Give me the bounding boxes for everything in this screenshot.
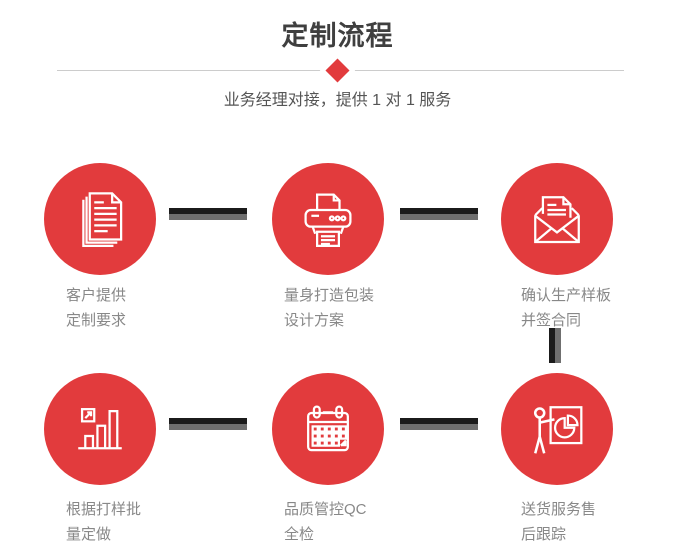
step-1-label-line1: 客户提供	[66, 287, 127, 304]
step-4-label: 根据打样批 量定做	[66, 497, 141, 547]
connector-step1-step2	[169, 208, 247, 220]
step-6-label-line1: 送货服务售	[521, 501, 597, 518]
step-2-label-line1: 量身打造包装	[284, 287, 375, 304]
step-3-circle	[501, 163, 613, 275]
step-5-label: 品质管控QC 全检	[284, 497, 367, 547]
step-2-label: 量身打造包装 设计方案	[284, 283, 374, 333]
step-3-label-line2: 并签合同	[521, 312, 582, 329]
bar-chart-icon	[78, 408, 122, 450]
step-6-circle	[501, 373, 613, 485]
printer-icon	[304, 193, 352, 247]
step-5-label-line1: 品质管控QC	[284, 501, 367, 518]
connector-step5-step6	[400, 418, 478, 430]
calendar-icon	[307, 405, 349, 452]
step-5-label-line2: 全检	[284, 526, 315, 543]
step-2-circle	[272, 163, 384, 275]
connector-step3-step6	[549, 328, 561, 363]
step-4-label-line1: 根据打样批	[66, 501, 142, 518]
step-3-label: 确认生产样板 并签合同	[521, 283, 611, 333]
connector-step4-step5	[169, 418, 247, 430]
step-5-circle	[272, 373, 384, 485]
connector-step2-step3	[400, 208, 478, 220]
step-2-label-line2: 设计方案	[284, 312, 345, 329]
step-1-label-line2: 定制要求	[66, 312, 127, 329]
step-4-circle	[44, 373, 156, 485]
envelope-icon	[534, 196, 580, 244]
documents-icon	[82, 192, 123, 247]
step-1-label: 客户提供 定制要求	[66, 283, 126, 333]
step-6-label: 送货服务售 后跟踪	[521, 497, 596, 547]
page-title: 定制流程	[281, 21, 394, 51]
step-3-label-line1: 确认生产样板	[521, 287, 612, 304]
presentation-icon	[533, 406, 583, 454]
step-4-label-line2: 量定做	[66, 526, 112, 543]
step-1-circle	[44, 163, 156, 275]
subtitle: 业务经理对接，提供 1 对 1 服务	[223, 92, 452, 109]
step-6-label-line2: 后跟踪	[521, 526, 567, 543]
